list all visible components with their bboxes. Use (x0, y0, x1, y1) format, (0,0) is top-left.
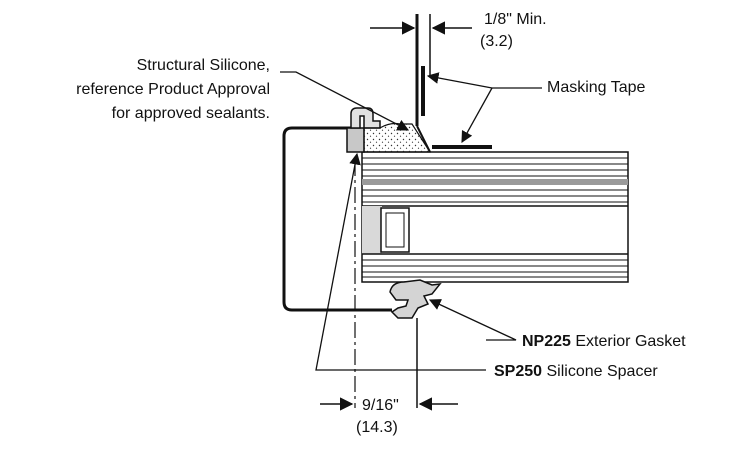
masking-tape-label: Masking Tape (547, 79, 646, 96)
masking-tape-horizontal (432, 145, 492, 149)
structural-silicone-label-2: reference Product Approval (76, 81, 270, 98)
mullion-frame (282, 126, 392, 312)
gasket-code: NP225 (522, 333, 571, 350)
masking-tape-leader-b (461, 87, 493, 144)
gasket-label: NP225 Exterior Gasket (522, 333, 686, 350)
spacer-label: SP250 Silicone Spacer (494, 363, 658, 380)
structural-silicone-label-1: Structural Silicone, (137, 57, 270, 74)
gap-top-metric-label: (3.2) (480, 33, 513, 50)
spacer-code: SP250 (494, 363, 542, 380)
gap-top-dim-label: 1/8" Min. (484, 11, 547, 28)
gasket-desc: Exterior Gasket (571, 333, 686, 350)
masking-tape-leader-a (426, 72, 542, 89)
masking-tape-vertical (421, 66, 425, 116)
bite-dim-label: 9/16" (362, 397, 399, 414)
gasket-leader (428, 299, 517, 341)
structural-silicone-label-3: for approved sealants. (112, 105, 270, 122)
spacer-leader (315, 152, 486, 371)
spacer-desc: Silicone Spacer (542, 363, 658, 380)
bite-metric-label: (14.3) (356, 419, 398, 436)
glass-unit (361, 151, 629, 283)
structural-silicone-bead (363, 122, 432, 153)
silicone-spacer (346, 107, 381, 153)
exterior-gasket (389, 279, 442, 319)
structural-silicone-leader (280, 71, 410, 131)
